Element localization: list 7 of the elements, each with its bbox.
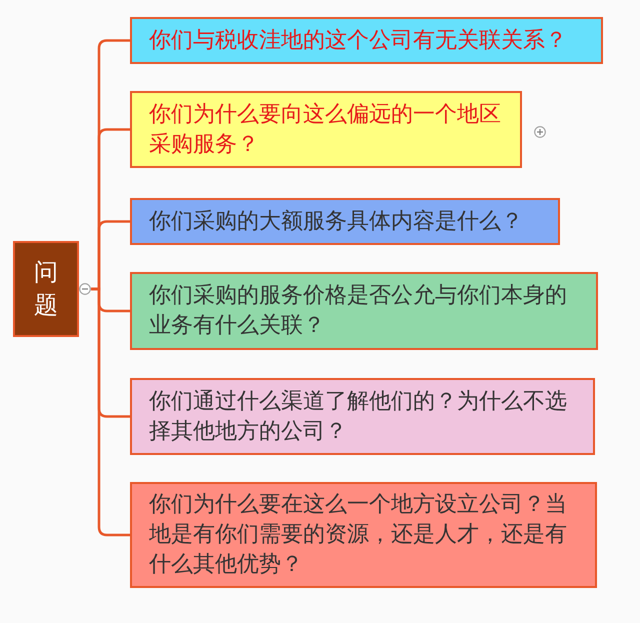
- question-box: 你们与税收洼地的这个公司有无关联关系？: [130, 17, 603, 64]
- question-box: 你们为什么要向这么偏远的一个地区采购服务？: [130, 91, 522, 168]
- question-box: 你们采购的大额服务具体内容是什么？: [130, 198, 560, 245]
- question-box: 你们通过什么渠道了解他们的？为什么不选择其他地方的公司？: [130, 378, 595, 455]
- question-box: 你们采购的服务价格是否公允与你们本身的业务有什么关联？: [130, 272, 598, 350]
- topic-box: 问题: [13, 241, 79, 337]
- question-box: 你们为什么要在这么一个地方设立公司？当地是有你们需要的资源，还是人才，还是有什么其他优势？: [130, 482, 597, 588]
